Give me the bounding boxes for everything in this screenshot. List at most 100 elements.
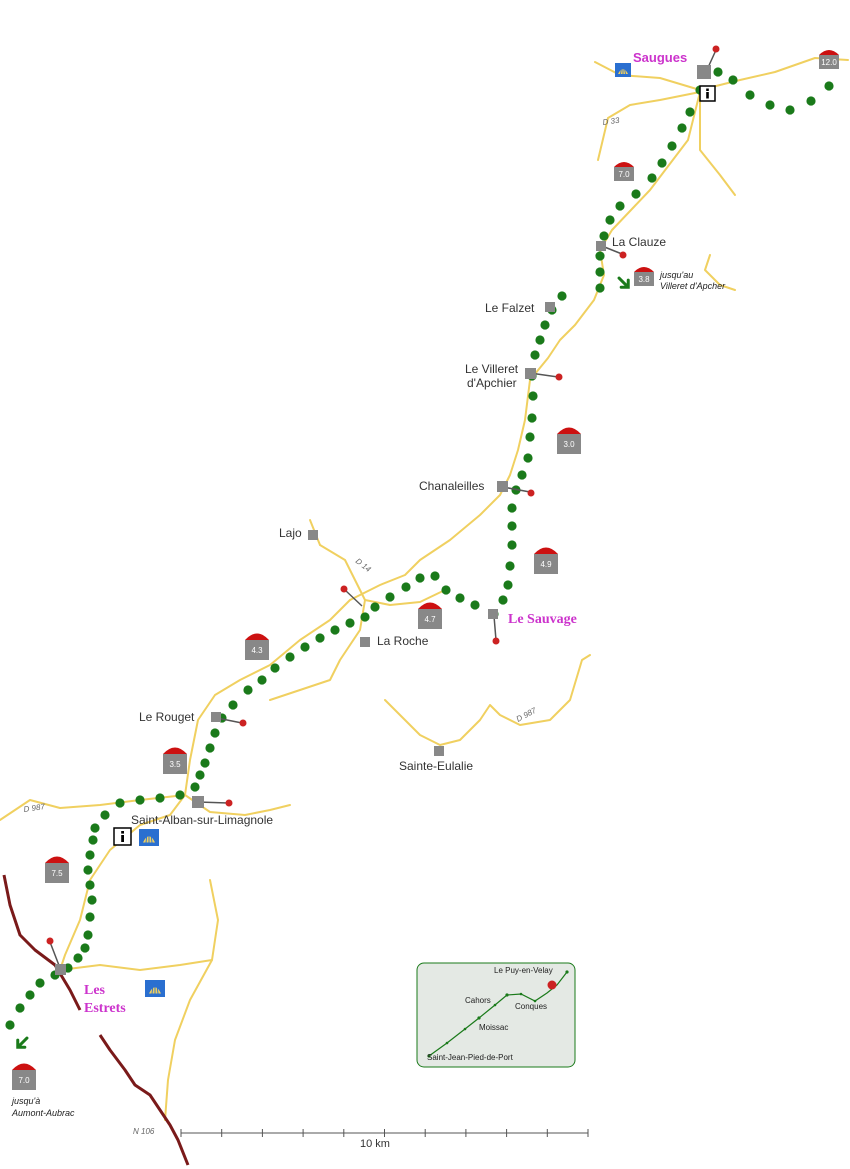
distance-badge: 12.0 bbox=[819, 50, 839, 69]
pin-le-sauvage bbox=[492, 615, 500, 645]
inset-label-saint-jean: Saint-Jean-Pied-de-Port bbox=[427, 1053, 514, 1062]
scale-label: 10 km bbox=[360, 1138, 390, 1150]
route-dot bbox=[210, 728, 220, 738]
route-dot bbox=[228, 700, 238, 710]
svg-text:7.0: 7.0 bbox=[618, 170, 630, 179]
road-label-d987-east: D 987 bbox=[515, 706, 539, 724]
distance-badge: 4.7 bbox=[418, 602, 442, 629]
route-dot bbox=[806, 96, 816, 106]
town-marker-saint-alban bbox=[192, 796, 204, 808]
route-dot bbox=[667, 141, 677, 151]
town-marker-saugues bbox=[697, 65, 711, 79]
route-dot bbox=[80, 943, 90, 953]
inset-current-position bbox=[547, 980, 557, 990]
route-dot bbox=[243, 685, 253, 695]
route-dot bbox=[135, 795, 145, 805]
inset-label-conques: Conques bbox=[515, 1002, 547, 1011]
route-dot bbox=[35, 978, 45, 988]
town-marker-les-estrets bbox=[55, 964, 66, 975]
route-dot bbox=[441, 585, 451, 595]
route-dot bbox=[90, 823, 100, 833]
route-dot bbox=[430, 571, 440, 581]
route-dot bbox=[370, 602, 380, 612]
pin-la-roche bbox=[340, 585, 363, 607]
road-label-d14: D 14 bbox=[354, 556, 373, 574]
route-dot bbox=[85, 912, 95, 922]
inset-label-cahors: Cahors bbox=[465, 996, 491, 1005]
route-dot bbox=[25, 990, 35, 1000]
route-dot bbox=[190, 782, 200, 792]
place-label-la-roche: La Roche bbox=[377, 634, 429, 648]
note-aumont-1: jusqu'à bbox=[11, 1096, 40, 1106]
svg-text:3.8: 3.8 bbox=[638, 275, 650, 284]
route-dot bbox=[470, 600, 480, 610]
stage-label-les-estrets-1: Les bbox=[84, 983, 106, 998]
distance-badge: 4.3 bbox=[245, 633, 269, 660]
route-dot bbox=[85, 880, 95, 890]
route-dot bbox=[205, 743, 215, 753]
town-marker-le-rouget bbox=[211, 712, 221, 722]
route-dot bbox=[315, 633, 325, 643]
route-dot bbox=[85, 850, 95, 860]
route-dot bbox=[605, 215, 615, 225]
route-dot bbox=[345, 618, 355, 628]
place-label-le-rouget: Le Rouget bbox=[139, 710, 195, 724]
note-aumont-2: Aumont-Aubrac bbox=[11, 1108, 75, 1118]
town-marker-sainte-eulalie bbox=[434, 746, 444, 756]
stage-label-les-estrets-2: Estrets bbox=[84, 1001, 126, 1016]
place-label-la-clauze: La Clauze bbox=[612, 235, 666, 249]
town-marker-villeret bbox=[525, 368, 536, 379]
route-dot bbox=[73, 953, 83, 963]
inset-label-le-puy: Le Puy-en-Velay bbox=[494, 966, 553, 975]
route-dot bbox=[83, 930, 93, 940]
svg-text:7.0: 7.0 bbox=[18, 1076, 30, 1085]
route-dot bbox=[505, 561, 515, 571]
svg-text:4.7: 4.7 bbox=[424, 615, 436, 624]
route-dot bbox=[115, 798, 125, 808]
route-dot bbox=[523, 453, 533, 463]
note-villeret-2: Villeret d'Apcher bbox=[660, 281, 726, 291]
town-marker-le-falzet bbox=[545, 302, 555, 312]
route-dot bbox=[745, 90, 755, 100]
route-dot bbox=[155, 793, 165, 803]
info-icon bbox=[699, 85, 716, 102]
svg-text:7.5: 7.5 bbox=[51, 869, 63, 878]
route-dot bbox=[824, 81, 834, 91]
route-path bbox=[5, 67, 834, 1030]
route-dot bbox=[5, 1020, 15, 1030]
direction-arrow-icon bbox=[16, 1036, 29, 1049]
scallop-shell-icon bbox=[615, 63, 631, 77]
route-dot bbox=[498, 595, 508, 605]
route-dot bbox=[647, 173, 657, 183]
route-dot bbox=[285, 652, 295, 662]
route-dot bbox=[631, 189, 641, 199]
route-dot bbox=[785, 105, 795, 115]
route-dot bbox=[401, 582, 411, 592]
scale-ticks bbox=[180, 1129, 589, 1137]
pin-les-estrets bbox=[46, 937, 61, 969]
place-label-saint-alban: Saint-Alban-sur-Limagnole bbox=[131, 813, 273, 827]
distance-badge: 3.8 bbox=[634, 267, 654, 286]
town-markers bbox=[46, 45, 720, 975]
distance-badge: 4.9 bbox=[534, 547, 558, 574]
svg-text:3.0: 3.0 bbox=[563, 440, 575, 449]
stage-label-le-sauvage: Le Sauvage bbox=[508, 612, 577, 627]
scallop-shell-icon bbox=[139, 829, 159, 846]
route-dot bbox=[415, 573, 425, 583]
route-dot bbox=[88, 835, 98, 845]
route-dot bbox=[677, 123, 687, 133]
distance-badge: 3.5 bbox=[163, 747, 187, 774]
route-dot bbox=[535, 335, 545, 345]
place-label-le-falzet: Le Falzet bbox=[485, 301, 535, 315]
route-dot bbox=[713, 67, 723, 77]
route-dot bbox=[540, 320, 550, 330]
svg-text:12.0: 12.0 bbox=[821, 58, 837, 67]
route-dot bbox=[330, 625, 340, 635]
town-marker-chanaleilles bbox=[497, 481, 508, 492]
route-dot bbox=[83, 865, 93, 875]
route-dot bbox=[507, 503, 517, 513]
place-label-villeret-2: d'Apchier bbox=[467, 376, 517, 390]
route-dot bbox=[530, 350, 540, 360]
place-label-chanaleilles: Chanaleilles bbox=[419, 479, 484, 493]
